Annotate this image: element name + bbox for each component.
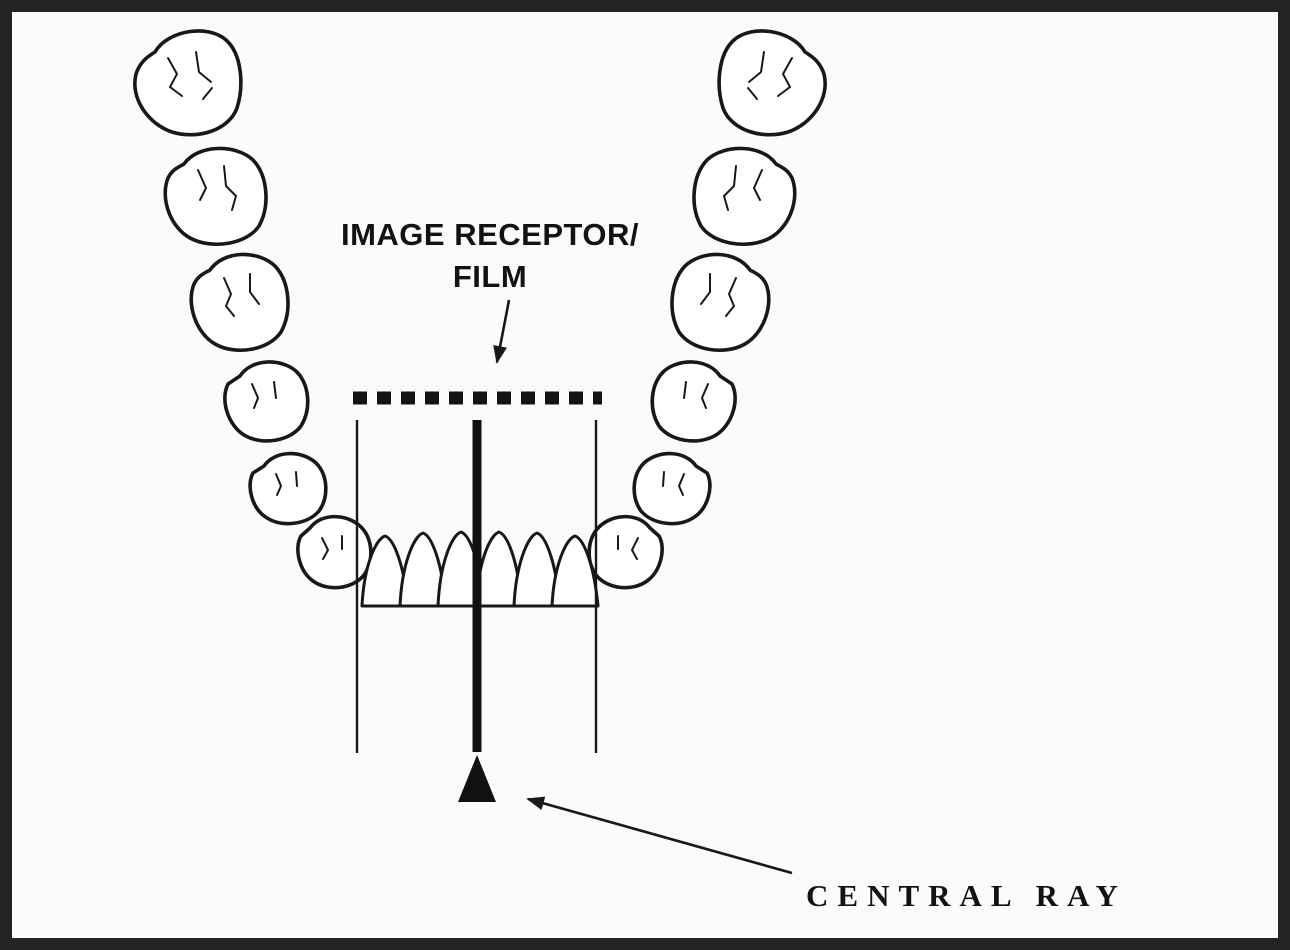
tooth-fissure [700,273,737,317]
tooth-fissure [251,381,277,409]
tooth-molar [717,29,827,137]
tooth-fissure [321,535,343,560]
dental-arch-right-quadrant [587,29,827,590]
tooth-premolar [223,360,310,443]
image-receptor-label: IMAGE RECEPTOR/ FILM [300,214,680,298]
tooth-fissure [197,165,237,211]
receptor-pointer-arrow [493,299,511,364]
tooth-canine [296,514,373,590]
tooth-molar [163,146,268,246]
tooth-fissure [223,273,260,317]
central-ray-arrowhead [458,755,496,802]
tooth-fissure [683,381,709,409]
tooth-fissure [617,535,639,560]
tooth-premolar [650,360,737,443]
tooth-fissure [275,471,298,496]
tooth-fissure [662,471,685,496]
dental-arch-left-quadrant [133,29,373,590]
tooth-molar [133,29,243,137]
central-ray-pointer-arrow [526,796,793,875]
image-receptor-label-line1: IMAGE RECEPTOR/ [340,217,640,252]
tooth-molar [692,146,797,246]
tooth-canine [587,514,664,590]
tooth-fissure [167,51,213,100]
tooth-premolar [248,451,328,526]
image-receptor-label-line2: FILM [452,258,528,294]
tooth-premolar [632,451,712,526]
central-ray-label: CENTRAL RAY [806,878,1127,913]
tooth-molar [189,252,290,353]
tooth-molar [670,252,771,353]
tooth-fissure [723,165,763,211]
tooth-fissure [747,51,793,100]
